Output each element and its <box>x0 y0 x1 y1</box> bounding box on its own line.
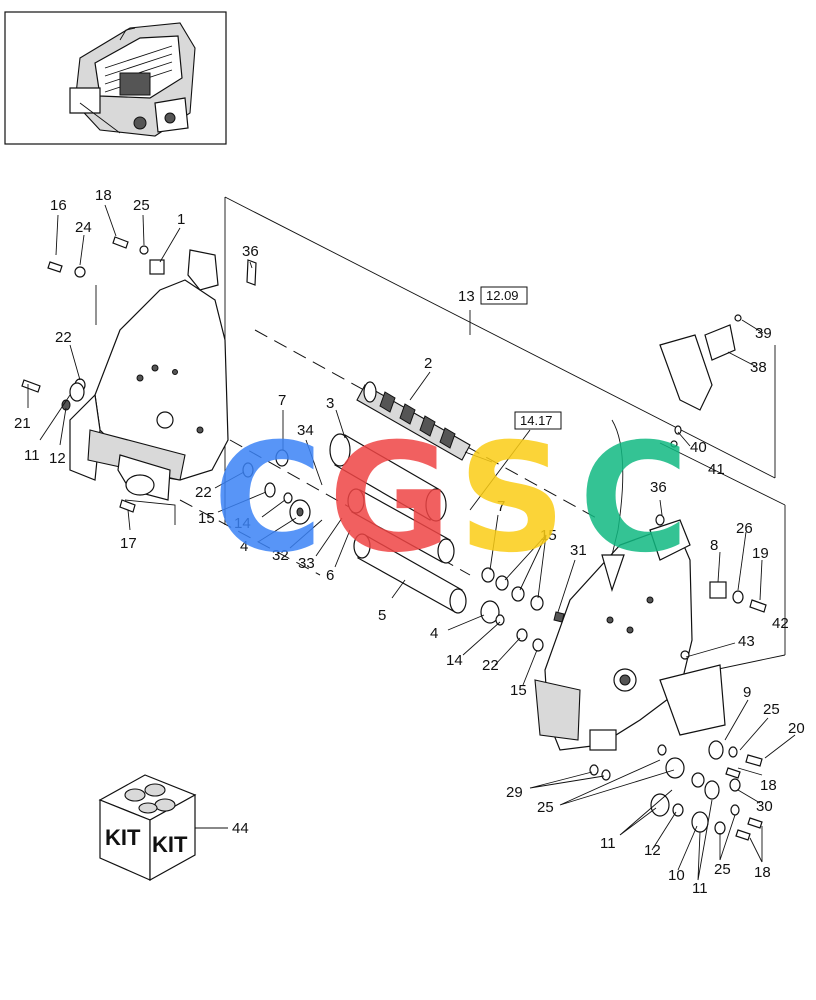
callout-numbers: 16 18 25 1 24 36 22 21 11 12 17 2 3 34 7… <box>14 187 805 897</box>
callout-41: 41 <box>708 461 725 478</box>
callout-25: 25 <box>714 861 731 878</box>
callout-4: 4 <box>240 538 248 555</box>
callout-8: 8 <box>710 537 718 554</box>
callout-39: 39 <box>755 325 772 342</box>
callout-3: 3 <box>326 395 334 412</box>
callout-6: 6 <box>326 567 334 584</box>
callout-17: 17 <box>120 535 137 552</box>
reference-12-09: 12.09 <box>486 288 519 303</box>
callout-7: 7 <box>497 498 505 515</box>
callout-11: 11 <box>600 835 616 852</box>
callout-21: 21 <box>14 415 31 432</box>
callout-19: 19 <box>752 545 769 562</box>
reference-box-14-17: 14.17 <box>469 411 562 511</box>
callout-18: 18 <box>754 864 771 881</box>
roller-3 <box>329 433 447 522</box>
roller-2-shaft <box>356 381 493 463</box>
callout-10: 10 <box>668 867 685 884</box>
callout-34: 34 <box>297 422 314 439</box>
callout-32: 32 <box>272 547 289 564</box>
callout-12: 12 <box>644 842 661 859</box>
right-side-plate <box>534 324 736 751</box>
callout-15: 15 <box>540 527 557 544</box>
callout-26: 26 <box>736 520 753 537</box>
watermark-letter: S <box>458 412 566 586</box>
left-side-plate <box>69 249 229 501</box>
callout-36: 36 <box>650 479 667 496</box>
reference-box-12-09: 13 12.09 <box>458 286 528 305</box>
right-hardware <box>480 314 767 841</box>
callout-22: 22 <box>55 329 72 346</box>
callout-16: 16 <box>50 197 67 214</box>
machine-thumbnail <box>4 11 227 145</box>
callout-43: 43 <box>738 633 755 650</box>
callout-15: 15 <box>510 682 527 699</box>
kit-box: KIT KIT 44 <box>98 774 249 882</box>
callout-31: 31 <box>570 542 587 559</box>
callout-11: 11 <box>24 447 40 464</box>
callout-7: 7 <box>278 392 286 409</box>
roller-5 <box>353 533 467 614</box>
callout-20: 20 <box>788 720 805 737</box>
callout-22: 22 <box>195 484 212 501</box>
callout-22: 22 <box>482 657 499 674</box>
callout-1: 1 <box>177 211 185 228</box>
callout-42: 42 <box>772 615 789 632</box>
callout-33: 33 <box>298 555 315 572</box>
callout-24: 24 <box>75 219 92 236</box>
callout-40: 40 <box>690 439 707 456</box>
assembly-frame-lines <box>179 196 786 676</box>
kit-label-right: KIT <box>152 832 188 857</box>
callout-18: 18 <box>95 187 112 204</box>
callout-25: 25 <box>763 701 780 718</box>
left-hardware <box>21 236 311 525</box>
kit-label-left: KIT <box>105 825 141 850</box>
callout-12: 12 <box>49 450 66 467</box>
callout-44: 44 <box>232 820 249 837</box>
watermark-letter: C <box>213 412 323 586</box>
callout-14: 14 <box>234 515 251 532</box>
callout-38: 38 <box>750 359 767 376</box>
watermark-letter: C <box>579 412 689 586</box>
leader-lines <box>27 204 796 881</box>
callout-29: 29 <box>506 784 523 801</box>
watermark-letter: G <box>328 412 451 586</box>
callout-11: 11 <box>692 880 708 897</box>
callout-25: 25 <box>133 197 150 214</box>
callout-5: 5 <box>378 607 386 624</box>
callout-18: 18 <box>760 777 777 794</box>
callout-36: 36 <box>242 243 259 260</box>
callout-13: 13 <box>458 288 475 305</box>
reference-14-17: 14.17 <box>520 413 553 428</box>
callout-30: 30 <box>756 798 773 815</box>
callout-15: 15 <box>198 510 215 527</box>
callout-14: 14 <box>446 652 463 669</box>
roller-6 <box>347 488 455 564</box>
callout-2: 2 <box>424 355 432 372</box>
callout-4: 4 <box>430 625 438 642</box>
callout-9: 9 <box>743 684 751 701</box>
callout-25: 25 <box>537 799 554 816</box>
